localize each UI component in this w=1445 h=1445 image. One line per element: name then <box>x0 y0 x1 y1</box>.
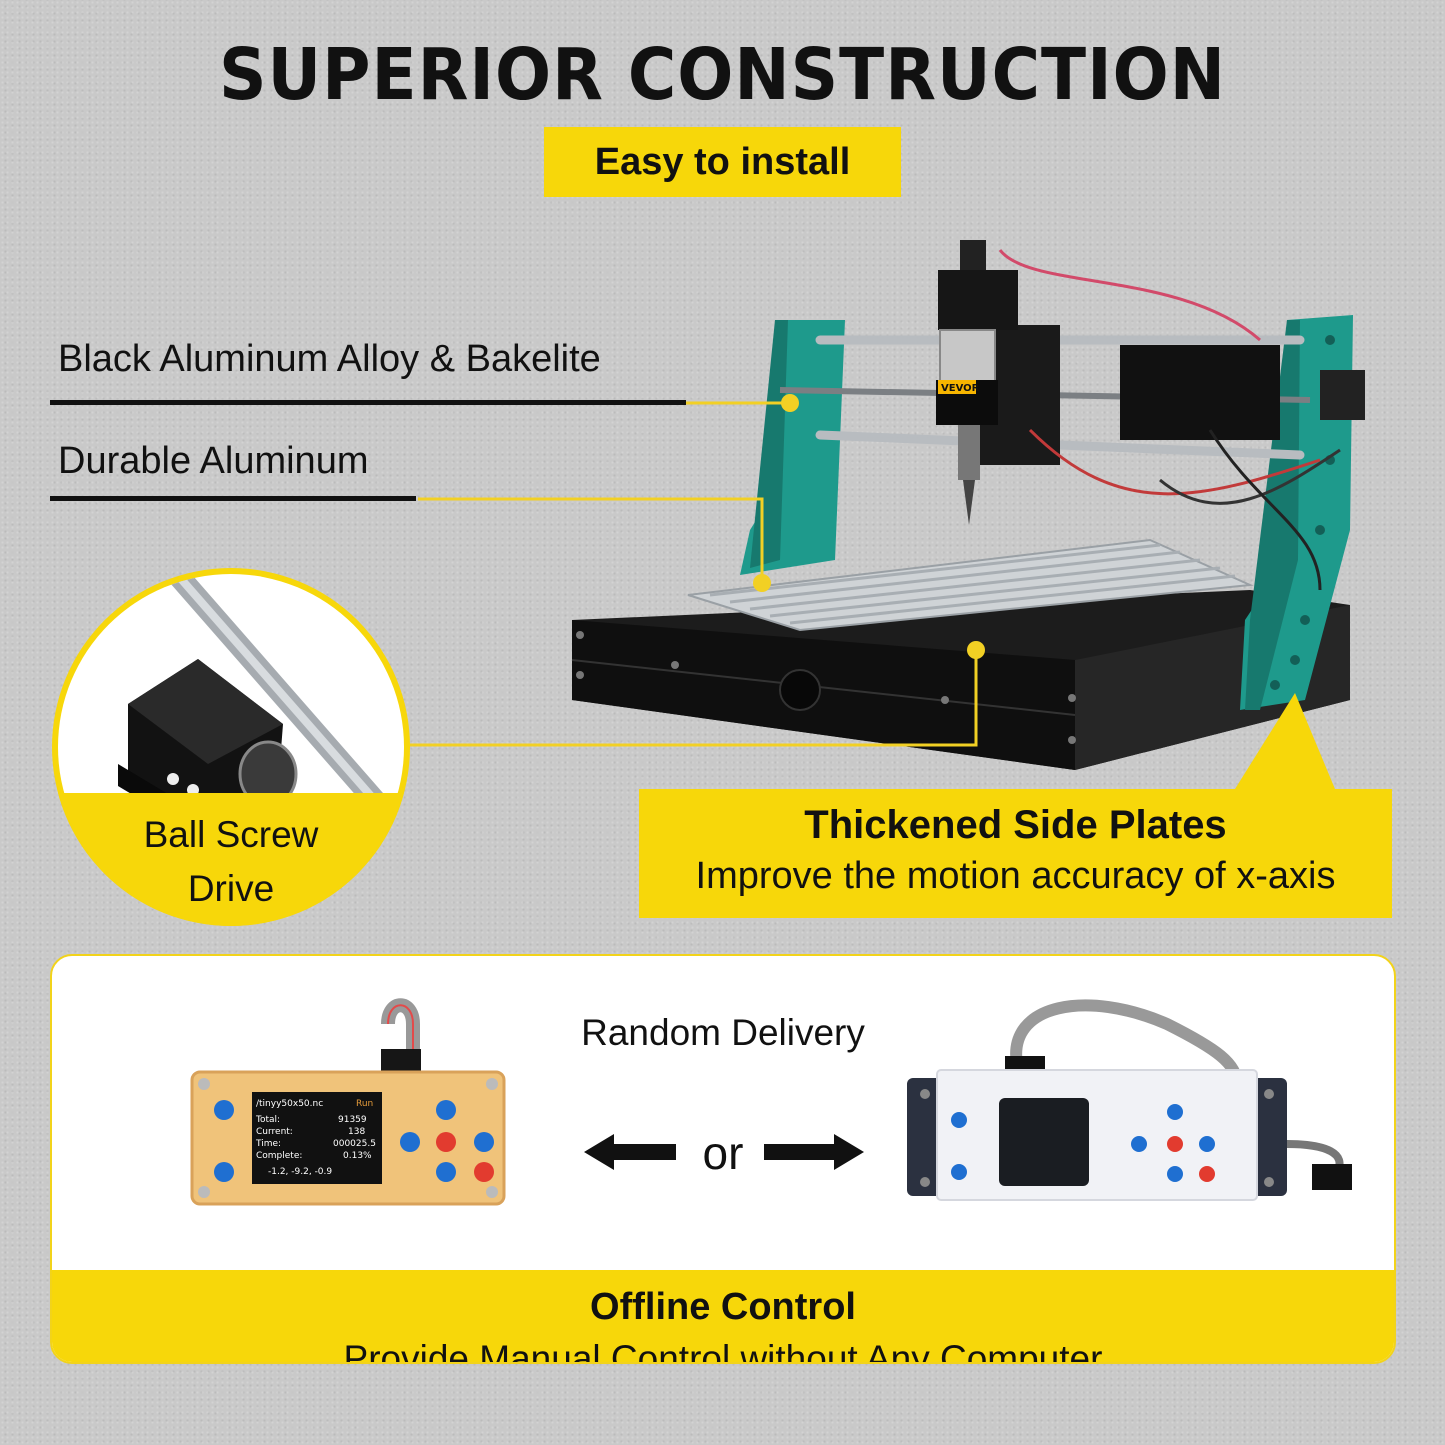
button-blue <box>951 1112 967 1128</box>
button-blue <box>436 1100 456 1120</box>
feature-label-aluminum: Durable Aluminum <box>58 440 369 482</box>
z-stepper-motor <box>938 270 1018 330</box>
subtitle-badge: Easy to install <box>544 127 901 197</box>
svg-text:/tinyy50x50.nc: /tinyy50x50.nc <box>256 1099 323 1109</box>
offline-control-title: Offline Control <box>590 1286 856 1328</box>
offline-control-description: Provide Manual Control without Any Compu… <box>343 1338 1103 1364</box>
cnc-machine-illustration: VEVOR <box>571 240 1365 770</box>
button-red <box>474 1162 494 1182</box>
controller-panel: Random Delivery /tinyy50x50.nc Run Total… <box>50 954 1396 1364</box>
underline-alloy <box>50 400 686 405</box>
ballscrew-label-line1: Ball Screw <box>143 814 319 855</box>
random-delivery-label: Random Delivery <box>581 1012 865 1053</box>
exchange-arrows <box>584 1134 864 1170</box>
lcd-screen <box>999 1098 1089 1186</box>
page-title: SUPERIOR CONSTRUCTION <box>219 32 1226 117</box>
lcd-screen <box>252 1092 382 1184</box>
ballscrew-label-line2: Drive <box>187 868 275 909</box>
button-blue <box>436 1162 456 1182</box>
button-blue <box>400 1132 420 1152</box>
svg-text:Current:: Current: <box>256 1127 293 1137</box>
arrow-right-icon <box>764 1134 864 1170</box>
button-red <box>436 1132 456 1152</box>
button-blue <box>1131 1136 1147 1152</box>
or-label: or <box>702 1127 744 1179</box>
callout-dot-aluminum <box>753 574 771 592</box>
button-blue <box>1167 1166 1183 1182</box>
callout-dot-alloy <box>781 394 799 412</box>
svg-text:Complete:: Complete: <box>256 1151 302 1161</box>
svg-text:Total:: Total: <box>255 1115 280 1125</box>
ballscrew-callout: Ball Screw Drive <box>52 568 410 926</box>
svg-text:Run: Run <box>356 1099 373 1109</box>
button-red <box>1167 1136 1183 1152</box>
svg-text:000025.5: 000025.5 <box>333 1139 376 1149</box>
engraving-bit <box>963 480 975 525</box>
button-blue <box>474 1132 494 1152</box>
side-plates-callout: Thickened Side Plates Improve the motion… <box>639 789 1392 918</box>
callout-dot-ballscrew <box>967 641 985 659</box>
button-blue <box>214 1100 234 1120</box>
panel-footer <box>52 1270 1394 1362</box>
controller-orange: /tinyy50x50.nc Run Total: 91359 Current:… <box>190 998 506 1206</box>
underline-aluminum <box>50 496 416 501</box>
feature-label-alloy: Black Aluminum Alloy & Bakelite <box>58 338 601 380</box>
side-plates-title: Thickened Side Plates <box>804 803 1227 847</box>
control-board <box>1120 345 1280 440</box>
brand-logo: VEVOR <box>941 383 980 394</box>
arrow-left-icon <box>584 1134 676 1170</box>
button-blue <box>951 1164 967 1180</box>
svg-text:0.13%: 0.13% <box>343 1151 372 1161</box>
controller-white <box>907 999 1352 1201</box>
button-red <box>1199 1166 1215 1182</box>
front-knob <box>779 669 821 711</box>
button-blue <box>1167 1104 1183 1120</box>
svg-text:-1.2, -9.2, -0.9: -1.2, -9.2, -0.9 <box>268 1167 332 1177</box>
side-plates-pointer <box>1235 693 1335 789</box>
svg-text:138: 138 <box>348 1127 365 1137</box>
button-blue <box>214 1162 234 1182</box>
side-plates-description: Improve the motion accuracy of x-axis <box>695 855 1336 897</box>
svg-text:91359: 91359 <box>338 1115 367 1125</box>
button-blue <box>1199 1136 1215 1152</box>
svg-text:Time:: Time: <box>255 1139 281 1149</box>
